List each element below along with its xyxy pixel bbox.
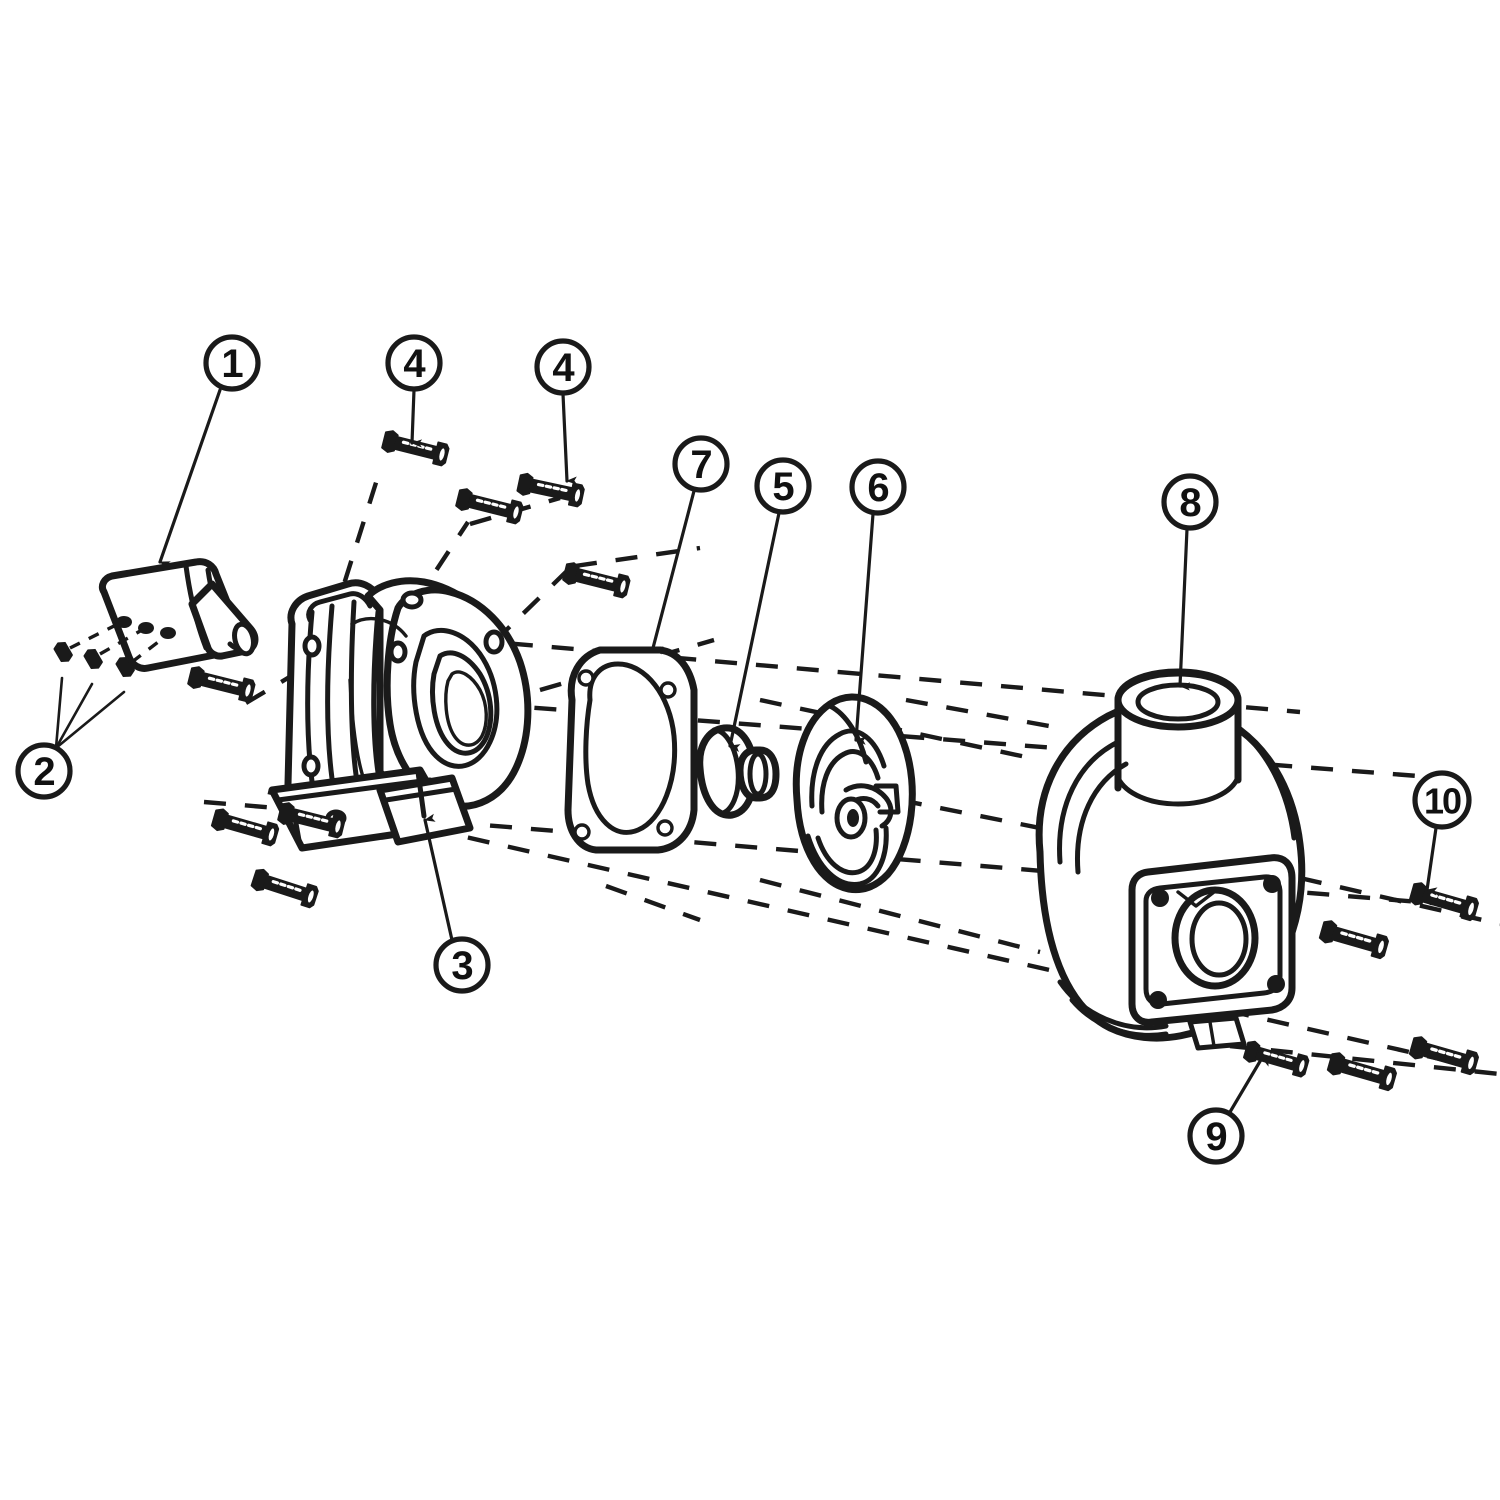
part-seal-plate-gasket (564, 646, 698, 854)
callout-number-2: 2 (33, 750, 54, 794)
callout-number-3: 3 (451, 944, 472, 988)
part-mounting-bracket (268, 577, 532, 852)
callout-3[interactable]: 3 (423, 813, 491, 994)
part-volute-casing (1035, 668, 1306, 1051)
callout-bubble-5[interactable] (754, 457, 812, 515)
setscrew-guide-dashes (69, 622, 168, 664)
callout-10[interactable]: 10 (1412, 770, 1472, 896)
callout-bubble-1[interactable] (203, 334, 261, 392)
callout-bubble-9[interactable] (1187, 1107, 1245, 1165)
bolt-4a (379, 427, 452, 468)
callout-number-8: 8 (1179, 481, 1201, 525)
bolt-4d (560, 559, 633, 600)
callout-8[interactable]: 8 (1161, 473, 1219, 691)
bolt-10b (1317, 917, 1391, 961)
bolt-10a (1407, 879, 1481, 923)
callout-5[interactable]: 5 (728, 457, 812, 753)
callout-number-4b: 4 (552, 346, 575, 390)
bolt-4f (209, 805, 281, 848)
callout-bubble-10[interactable] (1412, 770, 1472, 830)
callout-number-7: 7 (690, 443, 711, 487)
part-shaft-sleeve (98, 558, 259, 672)
callout-4a[interactable]: 4 (385, 334, 443, 448)
bolt-4h (249, 866, 321, 910)
callout-7[interactable]: 7 (651, 435, 730, 655)
bolt-10d (1325, 1049, 1399, 1093)
part-impeller (792, 693, 916, 894)
callout-4b[interactable]: 4 (534, 338, 592, 485)
callout-2[interactable]: 2 (15, 742, 73, 800)
bolt-4e (185, 663, 258, 704)
callout-bubble-7[interactable] (672, 435, 730, 493)
callout-bubble-2[interactable] (15, 742, 73, 800)
part-mechanical-seal (696, 724, 780, 819)
callout-bubble-4b[interactable] (534, 338, 592, 396)
callout-number-1: 1 (221, 342, 243, 386)
callout-9[interactable]: 9 (1187, 1056, 1273, 1165)
callout-number-4a: 4 (403, 342, 426, 386)
callout-bubble-8[interactable] (1161, 473, 1219, 531)
callout-bubble-6[interactable] (849, 458, 907, 516)
part-set-screws (52, 622, 168, 750)
callout-bubble-4a[interactable] (385, 334, 443, 392)
callout-number-5: 5 (772, 465, 794, 509)
callout-layer: 1 2 3 4 4 5 6 (15, 334, 1472, 1165)
callout-number-6: 6 (867, 466, 888, 510)
callout-number-9: 9 (1205, 1115, 1226, 1159)
callout-1[interactable]: 1 (158, 334, 261, 570)
callout-bubble-3[interactable] (433, 936, 491, 994)
callout-number-10: 10 (1424, 781, 1461, 822)
callout-6[interactable]: 6 (849, 458, 907, 745)
